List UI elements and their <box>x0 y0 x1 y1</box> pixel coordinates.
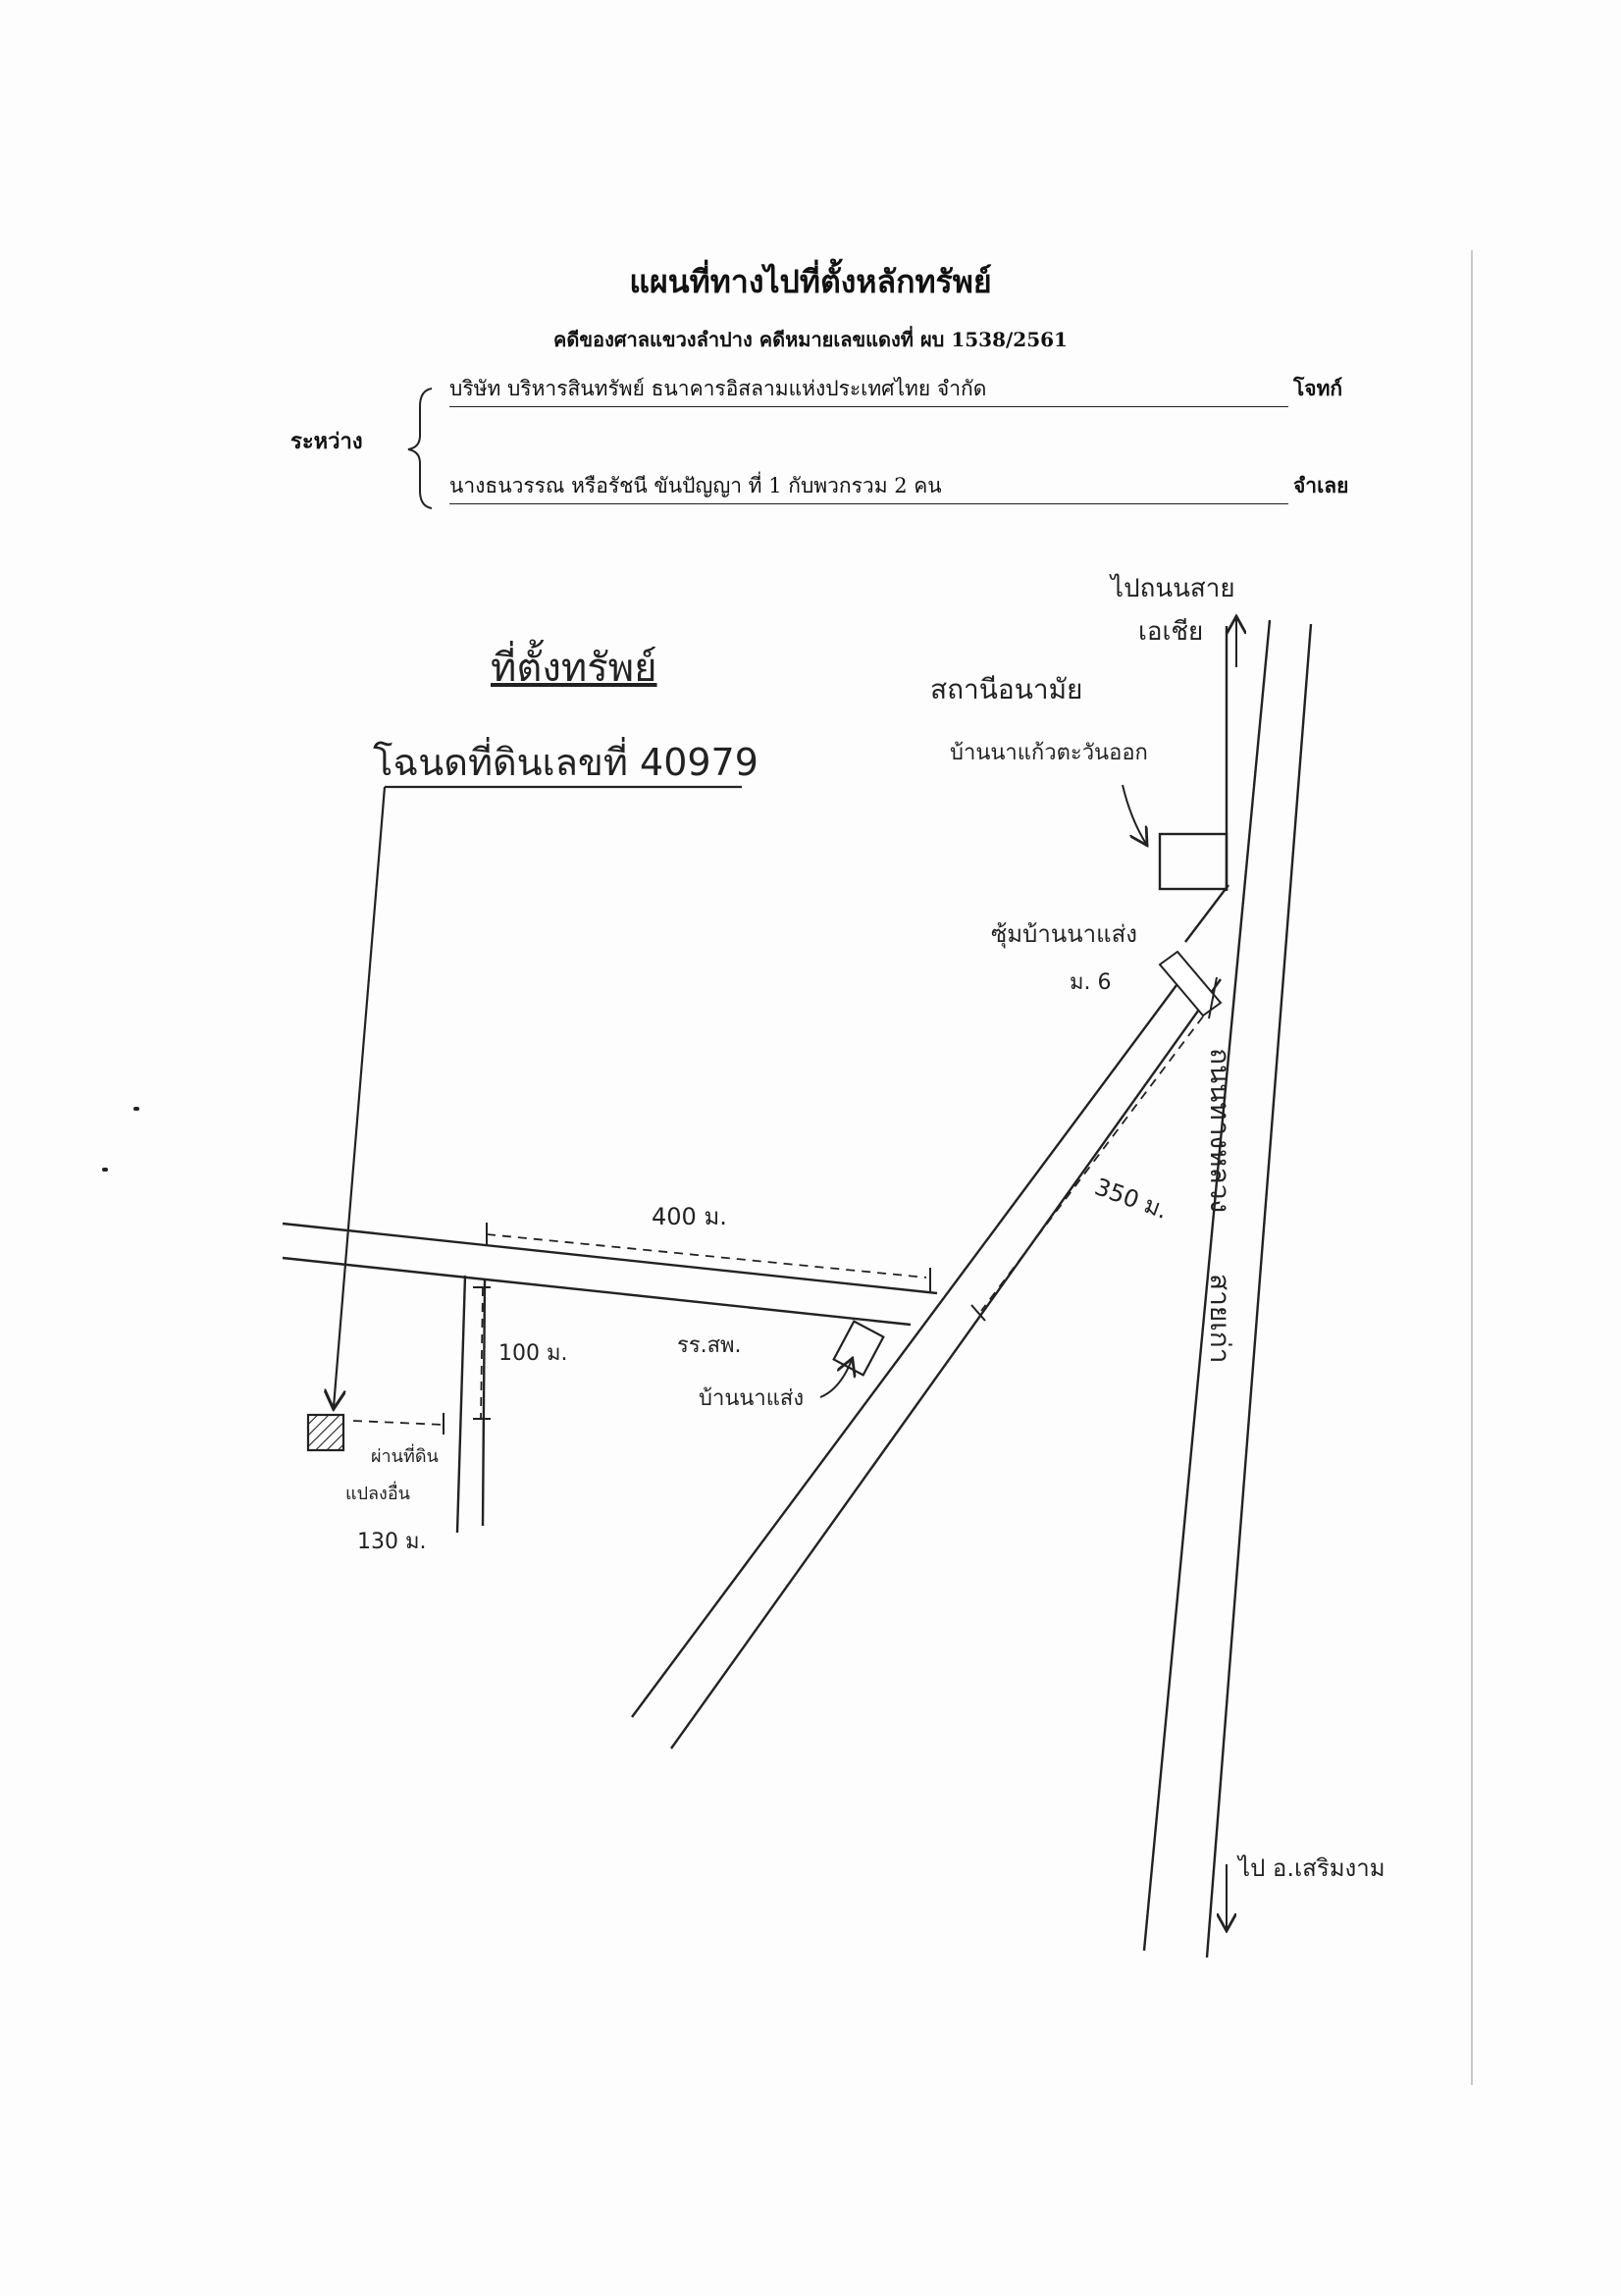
school-label-2: บ้านนาแส่ง <box>699 1386 804 1411</box>
distance-lines <box>352 1016 1204 1426</box>
parcel-through-label: ผ่านที่ดิน <box>371 1443 439 1467</box>
page-edge-line <box>1471 250 1473 2085</box>
deed-label: โฉนดที่ดินเลขที่ 40979 <box>373 737 758 784</box>
defendant-role: จำเลย <box>1293 473 1349 497</box>
to-serm-ngam-label: ไป อ.เสริมงาม <box>1236 1854 1386 1882</box>
distance-400-label: 400 ม. <box>652 1203 727 1230</box>
stray-mark <box>133 1107 139 1111</box>
school-arrow <box>819 1360 852 1398</box>
distance-350-label: 350 ม. <box>1091 1173 1172 1225</box>
village-arch-marker <box>1158 950 1223 1019</box>
junction-road <box>1184 626 1229 943</box>
highway-label-2: สายเก่า <box>1204 1274 1236 1363</box>
plaintiff-name: บริษัท บริหารสินทรัพย์ ธนาคารอิสลามแห่งป… <box>449 373 1288 407</box>
deed-leader-line <box>334 785 742 1407</box>
distance-100-label: 100 ม. <box>498 1341 567 1366</box>
property-heading: ที่ตั้งทรัพย์ <box>491 639 657 691</box>
highway-road <box>1142 619 1313 1958</box>
health-station-label-2: บ้านนาแก้วตะวันออก <box>950 741 1148 765</box>
side-lane <box>455 1275 487 1534</box>
health-station-label: สถานีอนามัย <box>930 673 1082 705</box>
health-station-arrow <box>1122 784 1146 844</box>
soi-road <box>282 1222 938 1327</box>
school-label: รร.สพ. <box>677 1333 742 1358</box>
plaintiff-role: โจทก์ <box>1293 376 1343 400</box>
between-label: ระหว่าง <box>290 429 363 454</box>
diagonal-road <box>631 972 1222 1749</box>
stray-mark <box>102 1168 108 1172</box>
health-station-box <box>1158 832 1229 891</box>
property-parcel <box>306 1413 345 1452</box>
parcel-through-label-2: แปลงอื่น <box>345 1481 410 1504</box>
distance-ticks <box>443 1223 986 1435</box>
distance-130-label: 130 ม. <box>357 1530 426 1554</box>
case-number-line: คดีของศาลแขวงลำปาง คดีหมายเลขแดงที่ ผบ 1… <box>553 328 1068 351</box>
defendant-name: นางธนวรรณ หรือรัชนี ขันปัญญา ที่ 1 กับพว… <box>449 470 1288 504</box>
school-box <box>832 1320 885 1377</box>
document-title: แผนที่ทางไปที่ตั้งหลักทรัพย์ <box>629 263 992 300</box>
to-nong-sai-label-2: เอเชีย <box>1138 617 1203 647</box>
village-arch-label-2: ม. 6 <box>1070 970 1112 995</box>
village-arch-label: ซุ้มบ้านนาแส่ง <box>991 920 1137 949</box>
party-brace <box>407 388 433 509</box>
to-nong-sai-label: ไปถนนสาย <box>1109 573 1235 603</box>
highway-label: ถนนทางหลวง <box>1204 1048 1236 1213</box>
